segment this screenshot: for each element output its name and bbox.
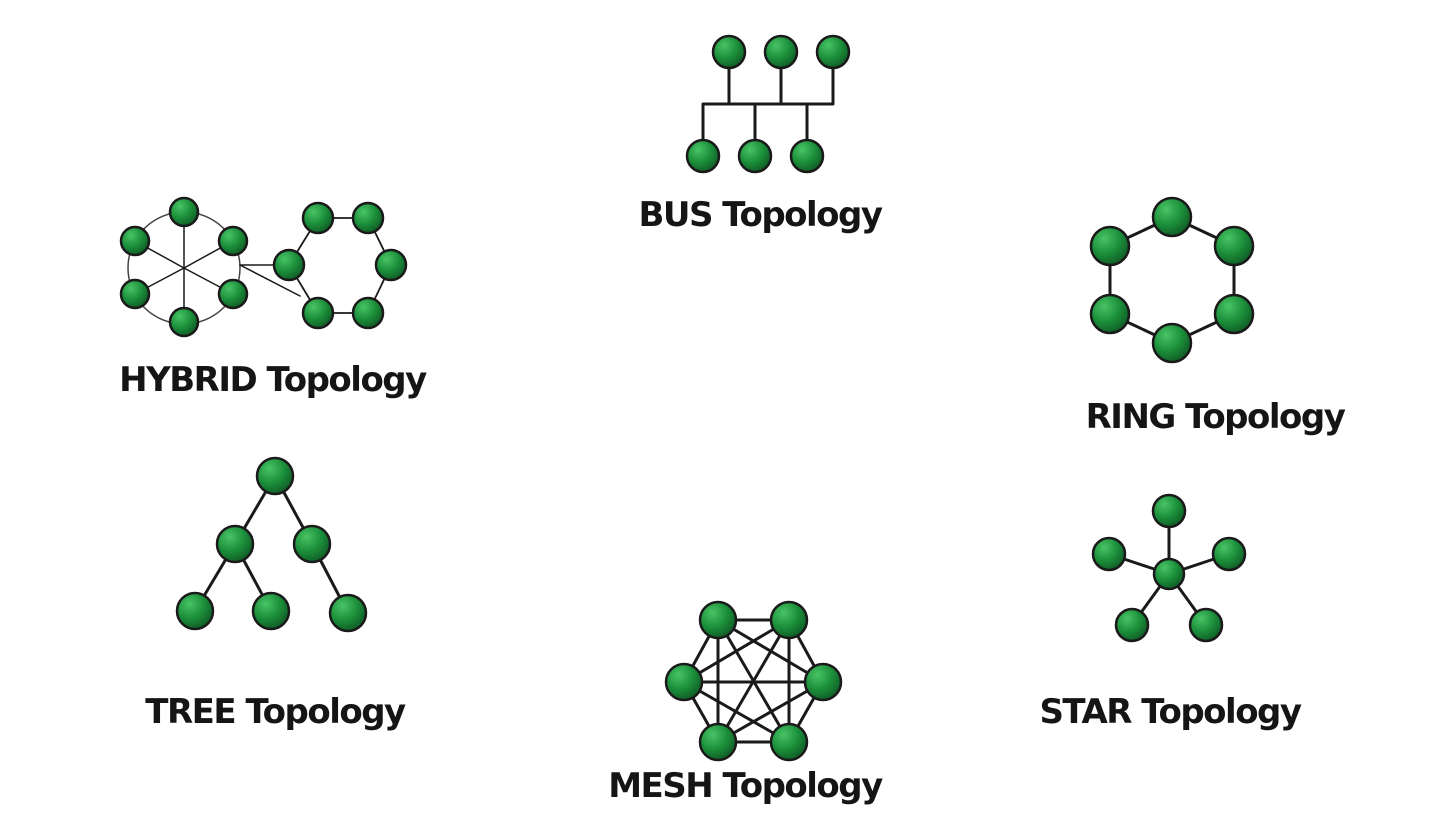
star-node: [1114, 607, 1150, 643]
bus-topology-diagram: [685, 34, 851, 174]
ring-node: [1213, 293, 1255, 335]
hybrid-node: [217, 225, 249, 257]
star-node: [1151, 493, 1187, 529]
hybrid-node: [217, 278, 249, 310]
mesh-node: [698, 600, 738, 640]
bus-node: [815, 34, 851, 70]
hybrid-node: [301, 201, 335, 235]
star-topology-diagram: [1091, 493, 1247, 643]
ring-node: [1151, 322, 1193, 364]
hybrid-bridge-line: [239, 264, 301, 297]
bus-node: [789, 138, 825, 174]
tree-node: [292, 524, 332, 564]
ring-node: [1151, 196, 1193, 238]
bus-node: [685, 138, 721, 174]
bus-node: [711, 34, 747, 70]
mesh-node: [803, 662, 843, 702]
hybrid-node: [272, 248, 306, 282]
ring-topology-label: RING Topology: [1085, 397, 1346, 437]
mesh-node: [769, 600, 809, 640]
tree-node: [251, 591, 291, 631]
hybrid-node: [351, 296, 385, 330]
hybrid-node: [119, 278, 151, 310]
ring-node: [1089, 293, 1131, 335]
ring-node: [1089, 225, 1131, 267]
ring-topology-diagram: [1089, 196, 1255, 364]
tree-node: [215, 524, 255, 564]
hybrid-node: [351, 201, 385, 235]
bus-node: [737, 138, 773, 174]
mesh-link-line: [682, 618, 791, 684]
tree-topology-label: TREE Topology: [145, 692, 406, 732]
star-node: [1211, 536, 1247, 572]
hybrid-node: [301, 296, 335, 330]
hybrid-topology-label: HYBRID Topology: [119, 360, 427, 400]
star-node: [1091, 536, 1127, 572]
mesh-node: [698, 722, 738, 762]
mesh-link-line: [716, 680, 825, 744]
bus-node: [763, 34, 799, 70]
hybrid-node: [119, 225, 151, 257]
tree-topology-diagram: [175, 456, 368, 633]
hybrid-node: [168, 306, 200, 338]
star-hub-node: [1152, 557, 1186, 591]
star-node: [1188, 607, 1224, 643]
tree-node: [328, 593, 368, 633]
tree-node: [175, 591, 215, 631]
star-topology-label: STAR Topology: [1039, 692, 1302, 732]
mesh-topology-diagram: [664, 600, 843, 762]
hybrid-topology-diagram: [119, 196, 408, 338]
ring-node: [1213, 225, 1255, 267]
mesh-node: [664, 662, 704, 702]
tree-node: [255, 456, 295, 496]
hybrid-node: [168, 196, 200, 228]
mesh-link-line: [682, 680, 791, 744]
mesh-topology-label: MESH Topology: [608, 766, 883, 806]
hybrid-node: [374, 248, 408, 282]
bus-topology-label: BUS Topology: [638, 195, 883, 235]
mesh-node: [769, 722, 809, 762]
